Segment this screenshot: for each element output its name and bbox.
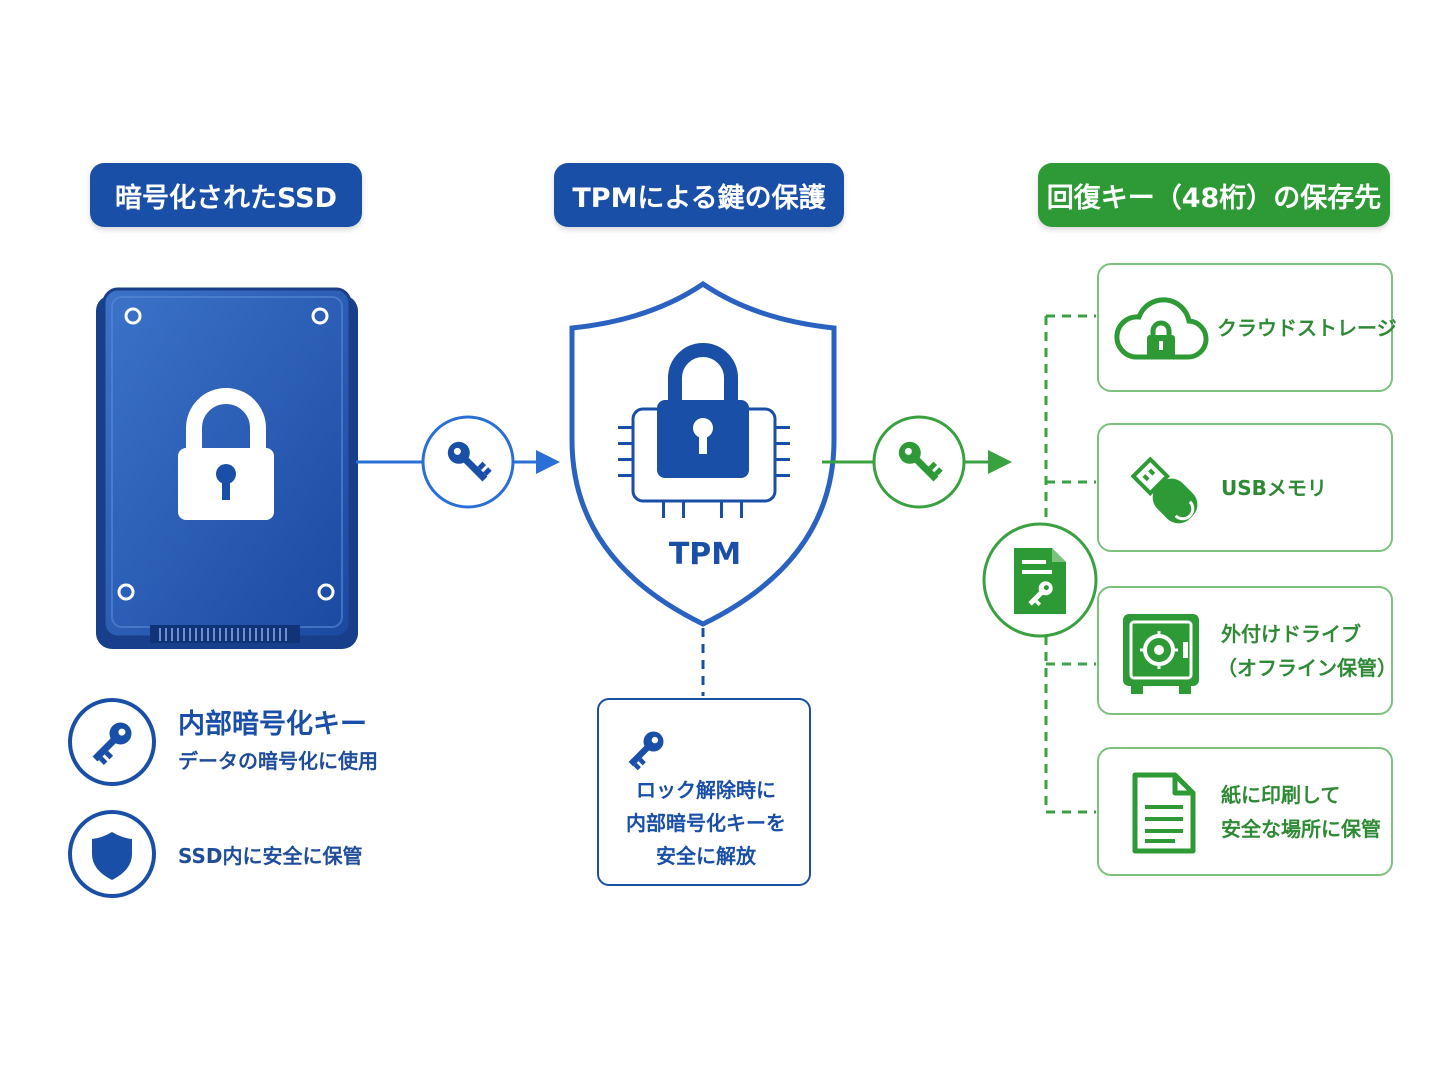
tpm-note-line2: 内部暗号化キーを bbox=[626, 811, 786, 835]
cloud-lock-icon bbox=[1114, 297, 1209, 360]
header-tpm-protection-label: TPMによる鍵の保護 bbox=[572, 182, 826, 214]
destination-cloud-label: クラウドストレージ bbox=[1217, 316, 1397, 340]
safe-icon bbox=[1123, 614, 1199, 694]
recovery-key-icon bbox=[898, 441, 943, 482]
key-icon bbox=[628, 731, 664, 771]
document-icon bbox=[1132, 772, 1196, 854]
recovery-key-document-icon bbox=[1014, 548, 1066, 614]
destination-paper-label-line2: 安全な場所に保管 bbox=[1221, 817, 1381, 841]
destination-external-label-line2: （オフライン保管） bbox=[1217, 656, 1397, 680]
tpm-note-line1: ロック解除時に bbox=[636, 778, 776, 802]
stored-safely-text: SSD内に安全に保管 bbox=[178, 844, 363, 868]
destination-external-drive: 外付けドライブ （オフライン保管） bbox=[1097, 586, 1397, 715]
destination-usb-memory: USBメモリ bbox=[1097, 423, 1393, 552]
tpm-unlock-note: ロック解除時に 内部暗号化キーを 安全に解放 bbox=[597, 698, 811, 886]
key-icon bbox=[92, 722, 132, 765]
header-tpm-protection: TPMによる鍵の保護 bbox=[554, 163, 844, 227]
internal-key-title: 内部暗号化キー bbox=[178, 709, 367, 740]
shield-icon bbox=[92, 832, 132, 880]
destination-usb-label: USBメモリ bbox=[1221, 476, 1327, 500]
header-encrypted-ssd: 暗号化されたSSD bbox=[90, 163, 362, 227]
tpm-label: TPM bbox=[668, 537, 742, 572]
usb-drive-icon bbox=[1130, 456, 1198, 524]
internal-key-badge bbox=[68, 698, 156, 786]
internal-key-description: データの暗号化に使用 bbox=[178, 749, 378, 773]
header-encrypted-ssd-label: 暗号化されたSSD bbox=[114, 182, 338, 214]
stored-safely-badge bbox=[68, 810, 156, 898]
tpm-padlock-icon bbox=[657, 343, 749, 478]
destination-external-label-line1: 外付けドライブ bbox=[1221, 622, 1361, 646]
header-recovery-key-storage-label: 回復キー（48桁）の保存先 bbox=[1046, 182, 1382, 214]
destination-paper-printout: 紙に印刷して 安全な場所に保管 bbox=[1097, 747, 1393, 876]
key-icon bbox=[447, 441, 492, 482]
destination-paper-label-line1: 紙に印刷して bbox=[1221, 783, 1341, 807]
ssd-padlock-icon bbox=[178, 388, 274, 520]
destination-cloud-storage: クラウドストレージ bbox=[1097, 263, 1397, 392]
header-recovery-key-storage: 回復キー（48桁）の保存先 bbox=[1038, 163, 1390, 227]
tpm-note-line3: 安全に解放 bbox=[656, 844, 756, 868]
